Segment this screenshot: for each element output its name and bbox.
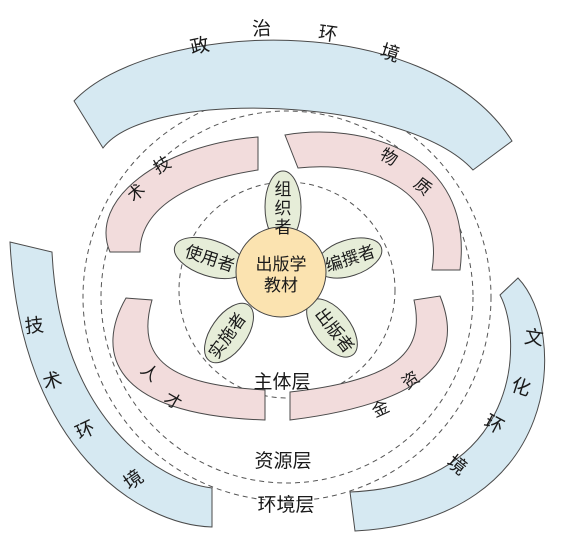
core-circle bbox=[235, 226, 327, 318]
political-char-3: 环 bbox=[317, 22, 339, 46]
organizer-label-char1: 组 bbox=[275, 180, 292, 200]
core-label-line2: 教材 bbox=[264, 276, 298, 296]
organizer-label-char3: 者 bbox=[275, 218, 292, 238]
cultural-char-1: 文 bbox=[523, 326, 545, 350]
core-label-line1: 出版学 bbox=[256, 255, 307, 275]
subject-layer-label: 主体层 bbox=[253, 371, 310, 393]
talent-resource-band bbox=[112, 297, 266, 421]
resource-layer-label: 资源层 bbox=[254, 450, 311, 472]
environment-ring bbox=[82, 92, 492, 502]
political-environment-band bbox=[73, 39, 513, 171]
organizer-label-char2: 织 bbox=[275, 199, 292, 219]
capital-char-2: 金 bbox=[369, 397, 393, 422]
resource-ring bbox=[100, 110, 474, 484]
material-resource-band bbox=[284, 131, 462, 271]
political-char-1: 政 bbox=[188, 33, 211, 58]
implementer-petal bbox=[204, 302, 254, 364]
environment-layer-label: 环境层 bbox=[257, 494, 314, 516]
technical-char-1: 技 bbox=[24, 314, 45, 338]
cultural-environment-band bbox=[349, 277, 546, 532]
technical-environment-band bbox=[9, 241, 213, 528]
political-char-2: 治 bbox=[252, 18, 272, 41]
capital-resource-band bbox=[289, 295, 449, 421]
technology-resource-band bbox=[105, 136, 259, 253]
